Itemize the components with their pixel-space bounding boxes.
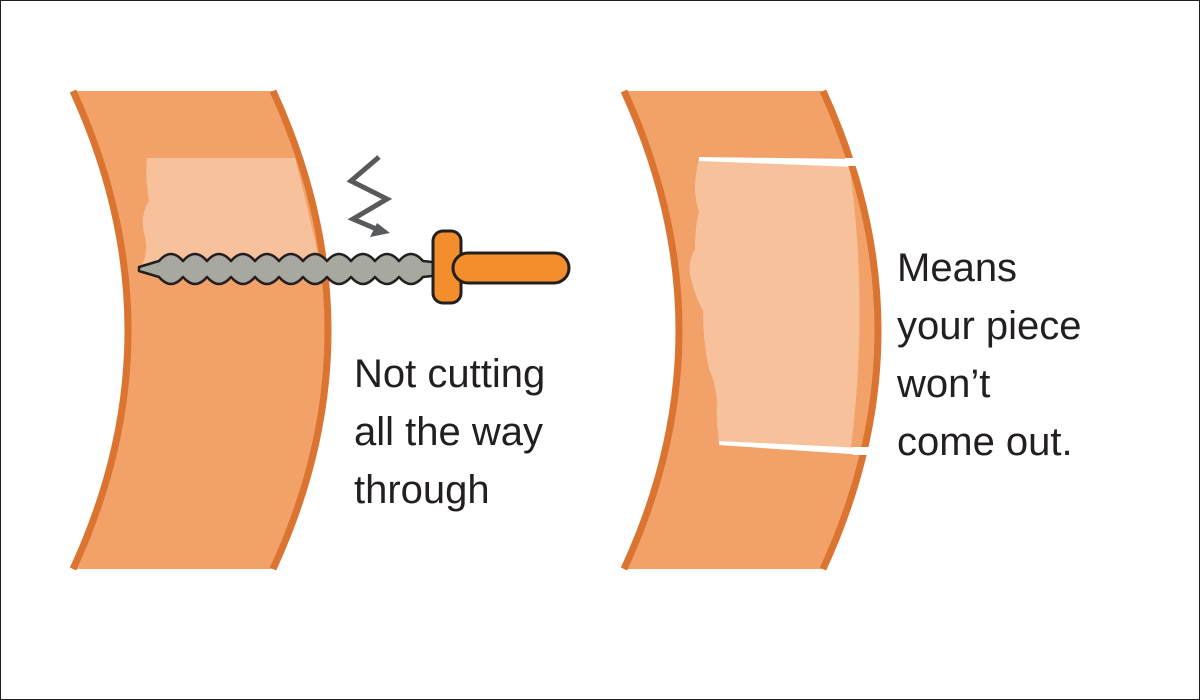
right-panel-bottom-slit [719, 441, 865, 455]
left-panel-right-edge [269, 89, 332, 571]
caption-line: come out. [897, 420, 1073, 464]
caption-line: Means [897, 246, 1018, 290]
caption-line: Not cutting [354, 352, 546, 396]
saw-handle [451, 251, 571, 285]
zigzag-arrow-icon [346, 155, 393, 237]
right-panel-top-slit [699, 157, 855, 167]
caption-line: your piece [897, 304, 1082, 348]
caption-line: through [354, 468, 490, 512]
right-edge-gap-bottom [853, 447, 869, 455]
saw-blade [137, 252, 443, 286]
right-panel-right-edge [819, 89, 882, 571]
right-panel-cut-region [689, 158, 860, 447]
caption-not-cutting: Not cutting all the way through [354, 345, 545, 519]
zigzag-arrowhead [370, 223, 390, 237]
serrated-saw-icon [137, 229, 571, 305]
right-panel-left-edge [620, 89, 683, 571]
left-panel-cut-region [139, 158, 321, 269]
left-panel-left-edge [69, 89, 132, 571]
right-edge-gap-top [845, 158, 861, 166]
right-panel [620, 89, 882, 571]
caption-piece-wont-come-out: Means your piece won’t come out. [897, 239, 1082, 471]
caption-line: won’t [897, 362, 991, 406]
zigzag-line [346, 155, 393, 234]
left-panel [69, 89, 332, 571]
caption-line: all the way [354, 410, 543, 454]
